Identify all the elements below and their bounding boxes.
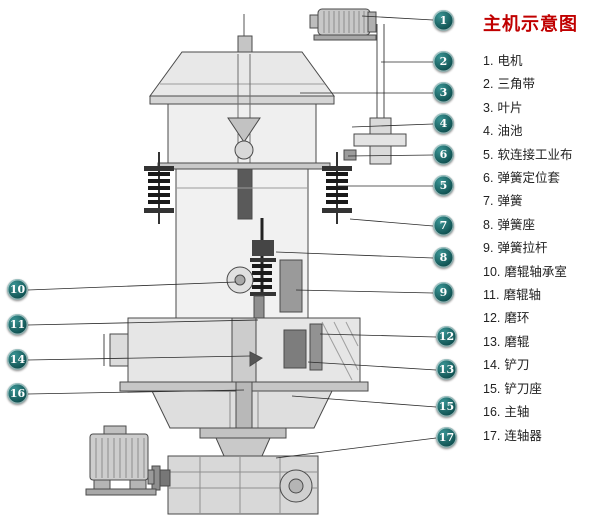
legend-label: 磨辊轴承室 bbox=[504, 264, 567, 279]
pedestal-drawing bbox=[151, 381, 333, 441]
coupling-drawing bbox=[151, 465, 171, 491]
legend-panel: 主机示意图 1.电机 2.三角带 3.叶片 4.油池 5.软连接工业布 6.弹簧… bbox=[483, 10, 613, 448]
legend-number: 17. bbox=[483, 428, 501, 443]
callout-6: 6 bbox=[433, 144, 454, 165]
legend-label: 弹簧 bbox=[497, 194, 523, 209]
legend-number: 9. bbox=[483, 241, 494, 256]
legend-item: 15.铲刀座 bbox=[483, 378, 613, 401]
legend-label: 磨环 bbox=[504, 311, 530, 326]
legend-label: 弹簧拉杆 bbox=[497, 241, 548, 256]
legend-label: 三角带 bbox=[497, 77, 535, 92]
legend-label: 弹簧座 bbox=[497, 217, 535, 232]
legend-number: 5. bbox=[483, 147, 494, 162]
legend-item: 3.叶片 bbox=[483, 97, 613, 120]
callout-10: 10 bbox=[7, 279, 28, 300]
callout-3: 3 bbox=[433, 82, 454, 103]
legend-label: 磨辊 bbox=[504, 334, 530, 349]
top-motor-drawing bbox=[309, 8, 377, 41]
roller-bearing-drawing bbox=[226, 259, 303, 321]
legend-item: 17.连轴器 bbox=[483, 425, 613, 448]
legend-item: 14.铲刀 bbox=[483, 354, 613, 377]
legend-item: 2.三角带 bbox=[483, 73, 613, 96]
legend-item: 1.电机 bbox=[483, 50, 613, 73]
callout-15: 15 bbox=[436, 396, 457, 417]
legend-item: 11.磨辊轴 bbox=[483, 284, 613, 307]
legend-label: 磨辊轴 bbox=[503, 288, 541, 303]
callout-9: 9 bbox=[433, 282, 454, 303]
legend-item: 5.软连接工业布 bbox=[483, 144, 613, 167]
legend-number: 10. bbox=[483, 264, 501, 279]
legend-item: 13.磨辊 bbox=[483, 331, 613, 354]
legend-label: 铲刀 bbox=[504, 358, 530, 373]
callout-11: 11 bbox=[7, 314, 28, 335]
legend-label: 连轴器 bbox=[504, 428, 542, 443]
legend-number: 4. bbox=[483, 124, 494, 139]
legend-number: 11. bbox=[483, 288, 500, 303]
v-belt-drawing bbox=[353, 24, 407, 165]
spring-assembly-right-drawing bbox=[322, 152, 352, 224]
legend-number: 13. bbox=[483, 334, 501, 349]
callout-5: 5 bbox=[433, 175, 454, 196]
leader-lines bbox=[27, 15, 437, 459]
callout-17: 17 bbox=[436, 427, 457, 448]
legend-item: 8.弹簧座 bbox=[483, 214, 613, 237]
legend-label: 电机 bbox=[497, 54, 523, 68]
machine-drawing bbox=[27, 8, 437, 515]
grinding-chamber-drawing bbox=[103, 317, 369, 392]
legend-item: 6.弹簧定位套 bbox=[483, 167, 613, 190]
legend-number: 3. bbox=[483, 100, 494, 115]
classifier-drawing bbox=[149, 14, 335, 105]
legend-number: 16. bbox=[483, 405, 501, 420]
legend-item: 12.磨环 bbox=[483, 307, 613, 330]
legend-item: 9.弹簧拉杆 bbox=[483, 237, 613, 260]
callout-4: 4 bbox=[433, 113, 454, 134]
legend-number: 7. bbox=[483, 194, 494, 209]
callout-7: 7 bbox=[433, 215, 454, 236]
mill-body-drawing bbox=[157, 54, 357, 170]
legend-number: 14. bbox=[483, 358, 501, 373]
callout-12: 12 bbox=[436, 326, 457, 347]
bottom-motor-drawing bbox=[85, 425, 157, 496]
legend-number: 8. bbox=[483, 217, 494, 232]
legend-number: 12. bbox=[483, 311, 501, 326]
legend-item: 7.弹簧 bbox=[483, 190, 613, 213]
legend-label: 弹簧定位套 bbox=[497, 171, 560, 186]
legend-number: 6. bbox=[483, 171, 494, 186]
legend-item: 4.油池 bbox=[483, 120, 613, 143]
legend-label: 主轴 bbox=[504, 405, 530, 420]
callout-2: 2 bbox=[433, 51, 454, 72]
legend-number: 1. bbox=[483, 54, 494, 68]
spring-assembly-left-drawing bbox=[144, 152, 174, 224]
legend-number: 15. bbox=[483, 381, 501, 396]
legend-label: 铲刀座 bbox=[504, 381, 542, 396]
callout-8: 8 bbox=[433, 247, 454, 268]
legend-item: 16.主轴 bbox=[483, 401, 613, 424]
legend-item: 10.磨辊轴承室 bbox=[483, 261, 613, 284]
legend-label: 叶片 bbox=[497, 100, 523, 115]
gearbox-drawing bbox=[167, 437, 319, 515]
callout-13: 13 bbox=[436, 359, 457, 380]
legend-number: 2. bbox=[483, 77, 494, 92]
legend-label: 软连接工业布 bbox=[497, 147, 573, 162]
callout-14: 14 bbox=[7, 349, 28, 370]
page-title: 主机示意图 bbox=[483, 14, 578, 34]
callout-16: 16 bbox=[7, 383, 28, 404]
legend: 1.电机 2.三角带 3.叶片 4.油池 5.软连接工业布 6.弹簧定位套 7.… bbox=[483, 50, 613, 448]
callout-1: 1 bbox=[433, 10, 454, 31]
legend-label: 油池 bbox=[497, 124, 523, 139]
